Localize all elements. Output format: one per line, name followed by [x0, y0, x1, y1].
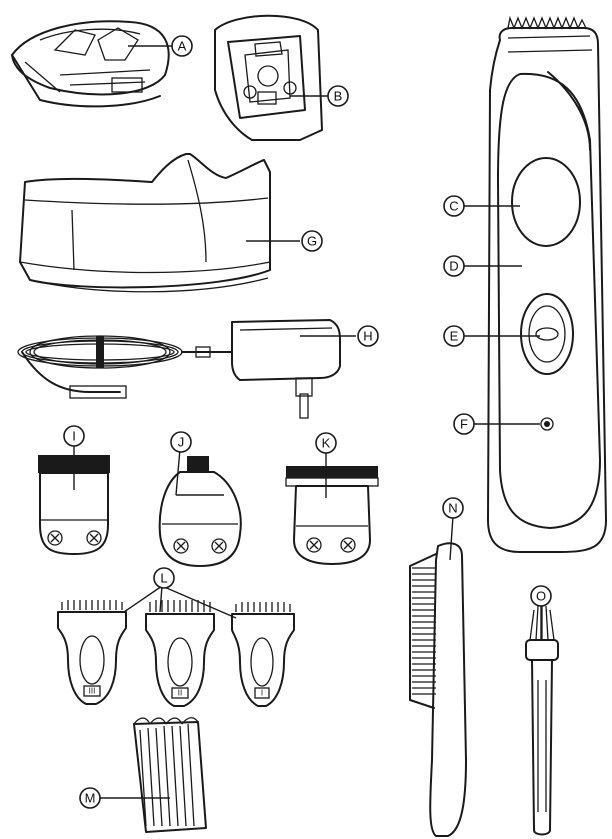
callout-a: A [171, 35, 193, 57]
t-blade-head [285, 466, 379, 565]
callout-label-a: A [178, 39, 187, 54]
guide-combs: III II I [57, 600, 295, 707]
callout-c: C [443, 195, 465, 217]
callout-f: F [453, 413, 475, 435]
narrow-blade-head [158, 456, 242, 567]
cleaning-brush [525, 604, 559, 836]
hair-clipper [487, 15, 607, 553]
styling-comb [409, 542, 467, 837]
callout-j: J [170, 431, 192, 453]
charging-stand-top-view [11, 20, 170, 108]
power-switch [520, 293, 574, 375]
callout-label-e: E [450, 329, 459, 344]
callout-n: N [442, 497, 464, 519]
power-cord-coil [17, 335, 183, 369]
callout-l: L [153, 567, 175, 589]
callout-label-m: M [85, 791, 96, 806]
guide-comb-3: I [231, 602, 295, 707]
guide-comb-2-mark: II [178, 689, 182, 698]
guide-comb-1-mark: III [89, 687, 96, 696]
callout-label-c: C [449, 199, 458, 214]
battery-compartment [214, 14, 323, 141]
callout-k: K [315, 432, 337, 454]
callout-i: I [63, 425, 85, 447]
callout-label-g: G [307, 234, 317, 249]
charge-indicator-light [540, 417, 554, 431]
callout-h: H [357, 325, 379, 347]
callout-label-i: I [72, 429, 76, 444]
guide-comb-1: III [57, 600, 127, 705]
callout-label-j: J [178, 435, 185, 450]
callout-label-h: H [363, 329, 372, 344]
callout-e: E [443, 325, 465, 347]
callout-label-k: K [322, 436, 331, 451]
callout-o: O [530, 585, 552, 607]
callout-d: D [443, 255, 465, 277]
callout-label-b: B [334, 89, 343, 104]
guide-comb-2: II [145, 600, 215, 707]
callout-label-o: O [536, 589, 546, 604]
callout-label-d: D [449, 259, 458, 274]
guide-comb-3-mark: I [261, 689, 263, 698]
ac-adapter [17, 319, 341, 419]
callout-label-n: N [448, 501, 457, 516]
clipper-grip-panel [511, 157, 581, 247]
callout-m: M [79, 787, 101, 809]
long-guide-comb [133, 717, 207, 833]
callout-label-l: L [160, 571, 167, 586]
callout-g: G [301, 230, 323, 252]
callout-label-f: F [460, 417, 468, 432]
callout-b: B [327, 85, 349, 107]
charging-base [19, 153, 271, 293]
